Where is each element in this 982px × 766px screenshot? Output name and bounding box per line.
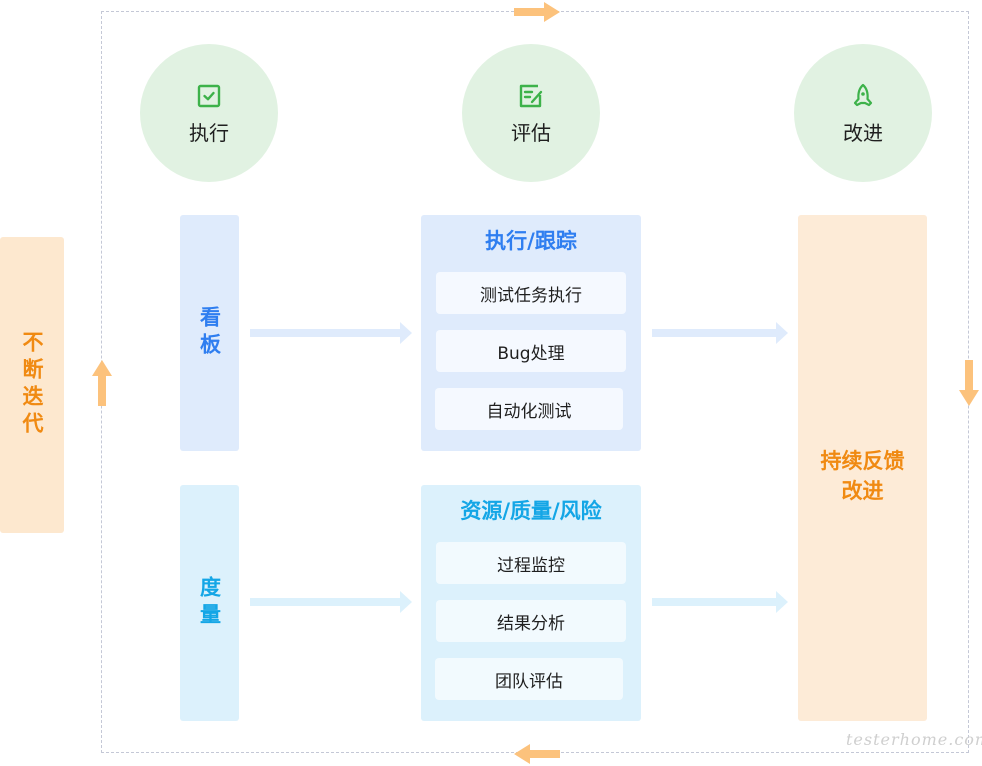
loop-arrow-down bbox=[959, 360, 979, 406]
edit-note-icon bbox=[519, 84, 543, 108]
panel-item: 自动化测试 bbox=[435, 388, 623, 430]
feedback-label: 持续反馈改进 bbox=[820, 449, 905, 503]
kanban-label-bar: 看板 bbox=[180, 215, 239, 451]
panel-item: 团队评估 bbox=[435, 658, 623, 700]
loop-arrow-up bbox=[92, 360, 112, 406]
phase-evaluate: 评估 bbox=[462, 44, 600, 182]
iteration-label: 不断迭代 bbox=[20, 331, 44, 439]
metrics-label: 度量 bbox=[197, 576, 222, 630]
panel-item: 过程监控 bbox=[436, 542, 626, 584]
flow-arrow-metrics bbox=[250, 591, 412, 613]
panel-item: 测试任务执行 bbox=[436, 272, 626, 314]
panel-item: 结果分析 bbox=[436, 600, 626, 642]
loop-arrow-left bbox=[514, 744, 560, 764]
watermark: testerhome.com bbox=[846, 730, 982, 749]
phase-label: 改进 bbox=[843, 121, 883, 145]
phase-improve: 改进 bbox=[794, 44, 932, 182]
metrics-label-bar: 度量 bbox=[180, 485, 239, 721]
panel-item: Bug处理 bbox=[436, 330, 626, 372]
rocket-icon bbox=[853, 83, 873, 107]
flow-arrow-execution bbox=[652, 322, 788, 344]
execution-tracking-panel: 执行/跟踪 测试任务执行 Bug处理 自动化测试 bbox=[421, 215, 641, 451]
flow-arrow-resource bbox=[652, 591, 788, 613]
resource-quality-risk-panel: 资源/质量/风险 过程监控 结果分析 团队评估 bbox=[421, 485, 641, 721]
phase-label: 执行 bbox=[189, 121, 229, 145]
loop-arrow-right bbox=[514, 2, 560, 22]
panel-title: 资源/质量/风险 bbox=[460, 499, 602, 523]
iteration-box: 不断迭代 bbox=[0, 237, 64, 533]
phase-label: 评估 bbox=[511, 121, 551, 145]
flow-arrow-kanban bbox=[250, 322, 412, 344]
phase-execute: 执行 bbox=[140, 44, 278, 182]
continuous-feedback-box: 持续反馈改进 bbox=[798, 215, 927, 721]
checkbox-icon bbox=[197, 84, 221, 108]
kanban-label: 看板 bbox=[197, 306, 222, 360]
panel-title: 执行/跟踪 bbox=[485, 229, 577, 253]
